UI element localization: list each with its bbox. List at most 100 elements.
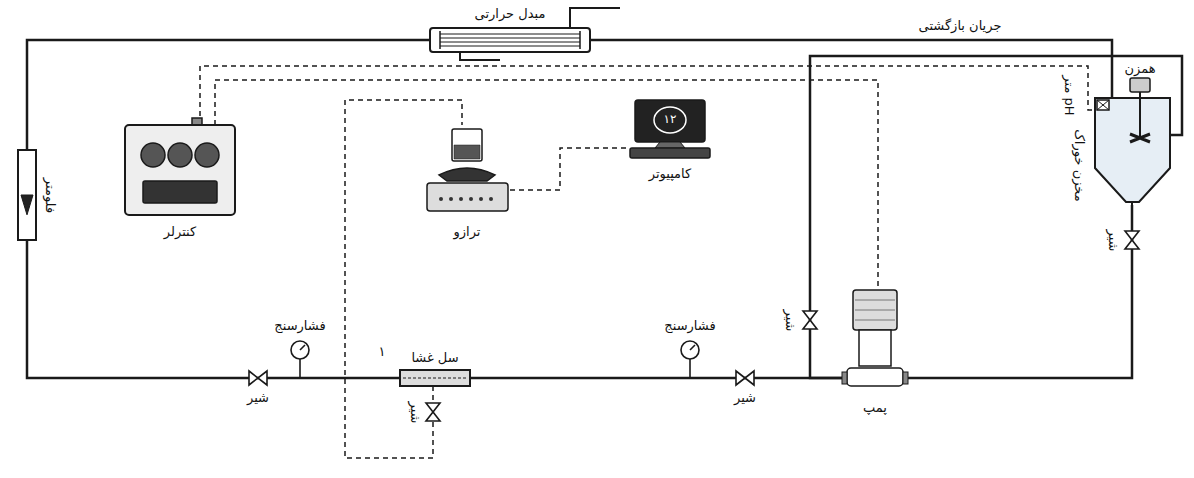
gauge-label: فشارسنج [274, 319, 325, 334]
gauge-stem [299, 359, 301, 378]
valve-symbol [736, 371, 754, 385]
valve-symbol [1125, 231, 1139, 249]
exchanger-tube [440, 46, 580, 47]
signal-line [215, 80, 878, 290]
balance-button [439, 197, 443, 201]
pump-flange [842, 372, 847, 384]
pump-motor [853, 290, 897, 330]
mixer-motor-shape [1128, 78, 1152, 98]
feed-tank: مخزن خوراک [1095, 98, 1170, 205]
permeate-beaker [452, 129, 482, 161]
signal-line [510, 148, 630, 190]
balance-button [449, 197, 453, 201]
gauge-needle [690, 345, 695, 350]
controller-dial [195, 143, 219, 167]
motor-shaft [1139, 92, 1141, 98]
valve-label: شیر [1106, 229, 1121, 251]
pump-body [859, 330, 891, 366]
balance-button [469, 197, 473, 201]
membrane-sheet [403, 378, 467, 379]
valve-symbol [249, 371, 267, 385]
flowmeter: فلومتر [18, 150, 36, 240]
permeate-liquid [454, 145, 480, 159]
balance-base [427, 183, 508, 211]
feed-pipe [905, 205, 1132, 378]
motor-fin [855, 300, 895, 301]
pump-label: پمپ [863, 401, 887, 416]
membrane-cell-shape [400, 370, 470, 386]
gauge-dial [291, 341, 309, 359]
tank-body [1095, 98, 1170, 202]
motor-fin [855, 320, 895, 321]
tube-sheet [439, 31, 441, 49]
gauge-dial [681, 341, 699, 359]
feed-tank-shape [1095, 98, 1170, 205]
flowmeter-tube [18, 150, 36, 240]
flowmeter-shape [18, 150, 36, 240]
computer-base [630, 148, 710, 158]
motor-body [1130, 78, 1150, 92]
gauge-label: فشارسنج [664, 319, 715, 334]
pump-volute [847, 368, 903, 386]
heat-exchanger-label: مبدل حرارتی [475, 7, 546, 22]
balance-button [489, 197, 493, 201]
coolant-in-pipe [460, 52, 500, 60]
coolant-out-pipe [570, 8, 620, 28]
mixer-motor: همزن [1128, 78, 1152, 98]
computer: ۱۲کامپیوتر [630, 100, 710, 160]
controller-knob [192, 118, 202, 125]
permeate-line [345, 100, 462, 458]
heat-exchanger-shape [430, 28, 590, 52]
exchanger-tube [440, 42, 580, 43]
controller-dial [141, 143, 165, 167]
valve-symbol [803, 311, 817, 329]
valve-symbol [426, 403, 440, 421]
callout-number: ۱ [379, 345, 386, 360]
gauge-stem [689, 359, 691, 378]
controller-box: کنترلر [125, 125, 235, 215]
controller-box-shape [125, 125, 235, 215]
valve-label: شیر [408, 401, 423, 423]
computer-monitor [635, 100, 705, 142]
flowmeter-label: فلومتر [43, 177, 58, 212]
exchanger-tube [440, 38, 580, 39]
motor-fin [855, 310, 895, 311]
membrane-cell: سل غشا [400, 370, 470, 386]
mixer-shaft [1139, 98, 1141, 138]
valve-label: شیر [783, 309, 798, 331]
monitor-stand [655, 142, 685, 148]
balance-pan [439, 168, 495, 181]
feed-pipe [470, 377, 845, 380]
valves [249, 231, 1139, 421]
controller-panel [143, 181, 217, 203]
screen-display [654, 107, 686, 133]
return-pipe [590, 40, 1112, 98]
pump: پمپ [845, 290, 905, 390]
instrument-label: pH متر [1061, 75, 1076, 115]
ph-probe-mark [1097, 100, 1109, 110]
balance-button [459, 197, 463, 201]
computer-label: کامپیوتر [649, 167, 691, 182]
flowmeter-float [21, 195, 33, 215]
mixer-impeller [1130, 134, 1150, 142]
membrane-cell-label: سل غشا [411, 351, 458, 366]
computer-label: ۱۲ [664, 113, 677, 127]
mixer-motor-label: همزن [1124, 62, 1155, 77]
tube-sheet [579, 31, 581, 49]
balance-button [479, 197, 483, 201]
tank-outlet [1131, 202, 1133, 205]
bypass-pipe [810, 56, 1182, 378]
flow-label: جریان بازگشتی [916, 19, 1005, 34]
retentate-pipe [27, 240, 400, 378]
pump-shape [845, 290, 905, 390]
controller-box-label: کنترلر [164, 225, 196, 240]
controller-case [125, 125, 235, 215]
heat-exchanger: مبدل حرارتی [430, 28, 590, 52]
feed-tank-label: مخزن خوراک [1071, 129, 1086, 201]
controller-dial [168, 143, 192, 167]
exchanger-tube [440, 34, 580, 35]
gauge-needle [300, 345, 305, 350]
